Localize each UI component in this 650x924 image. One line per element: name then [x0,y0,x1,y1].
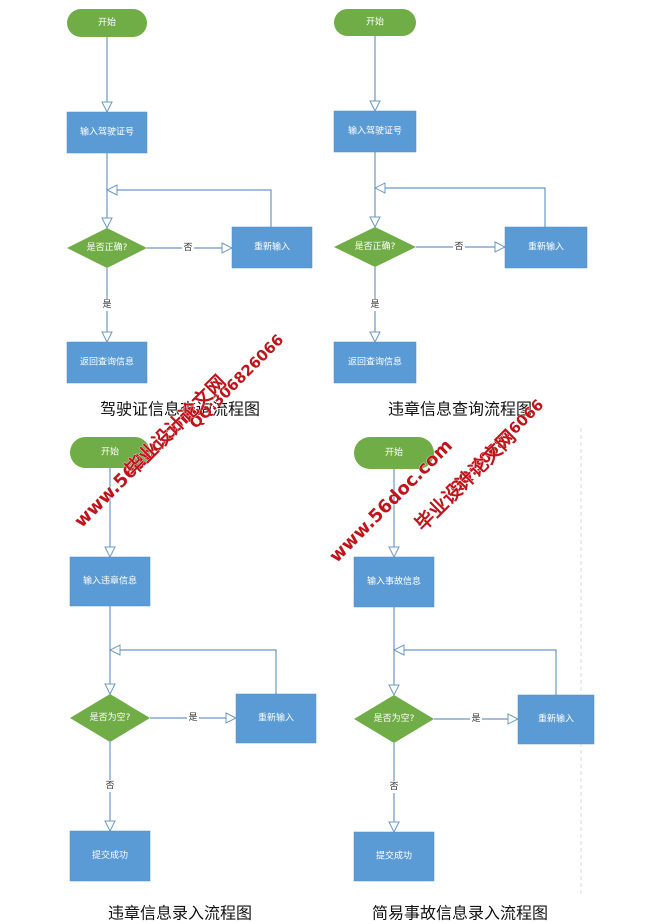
decision-label: 是否为空? [374,712,415,724]
input-process [353,556,435,608]
input-process [66,111,148,154]
input-process [69,556,151,607]
edge-label-retry: 是 [471,713,480,724]
start-terminal [70,437,150,468]
start-label: 开始 [101,446,119,458]
start-label: 开始 [385,446,403,458]
start-terminal [67,9,147,37]
edge-label-end: 否 [389,781,398,792]
end-process [353,831,435,882]
diagram-caption: 违章信息录入流程图 [108,904,252,923]
retry-label: 重新输入 [538,713,574,725]
retry-process [235,693,317,744]
retry-process [504,226,588,269]
input-label: 输入违章信息 [83,575,137,587]
decision-diamond [334,227,416,267]
decision-label: 是否正确? [87,241,128,253]
watermark-name: 毕业设计论文网 [120,370,230,480]
decision-diamond [354,695,434,743]
diagram-caption: 驾驶证信息查询流程图 [100,400,260,419]
edge-label-bg [104,780,116,792]
input-label: 输入驾驶证号 [348,125,402,137]
edge-label-end: 是 [370,299,379,310]
end-label: 返回查询信息 [348,356,402,368]
end-label: 返回查询信息 [80,356,134,368]
edge-label-bg [101,299,113,311]
decision-label: 是否正确? [355,240,396,252]
edge-label-end: 是 [102,299,111,310]
start-label: 开始 [366,16,384,28]
start-terminal [354,437,434,469]
retry-process [517,694,595,745]
edge-retry-loop [107,190,272,227]
start-terminal [334,9,416,36]
input-label: 输入事故信息 [367,575,421,587]
edge-retry-loop [375,188,546,227]
end-process [69,830,151,882]
edge-label-retry: 否 [454,241,463,252]
edge-label-bg [369,299,381,311]
edge-label-bg [182,242,194,254]
decision-diamond [70,694,150,742]
end-label: 提交成功 [92,849,128,861]
retry-label: 重新输入 [528,241,564,253]
diagram-caption: 违章信息查询流程图 [388,400,532,419]
retry-process [231,226,313,269]
edge-label-bg [187,712,199,724]
edge-label-bg [388,781,400,793]
input-label: 输入驾驶证号 [80,126,134,138]
input-process [333,110,417,153]
end-process [333,341,417,384]
edge-label-bg [470,713,482,725]
edge-label-retry: 否 [183,242,192,253]
decision-diamond [67,228,147,268]
end-process [66,341,148,384]
edge-label-bg [453,241,465,253]
retry-label: 重新输入 [258,712,294,724]
edge-label-retry: 是 [188,712,197,723]
start-label: 开始 [98,16,116,28]
end-label: 提交成功 [376,850,412,862]
edge-retry-loop [394,650,557,695]
decision-label: 是否为空? [90,711,131,723]
edge-label-end: 否 [105,780,114,791]
retry-label: 重新输入 [254,241,290,253]
diagram-caption: 简易事故信息录入流程图 [372,904,548,923]
edge-retry-loop [110,650,277,694]
